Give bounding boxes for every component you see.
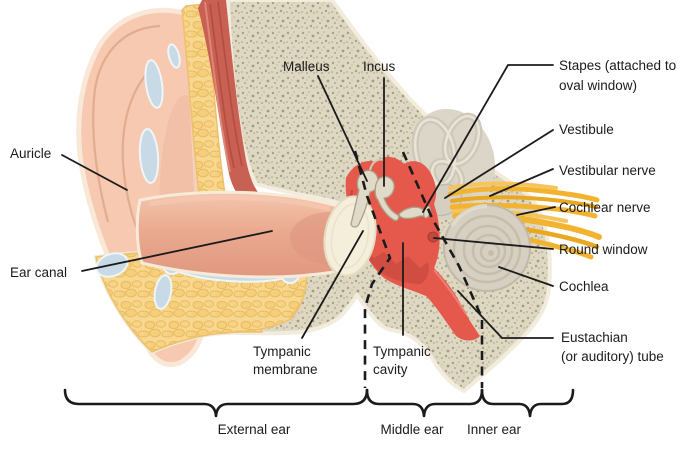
label-ear-canal: Ear canal xyxy=(10,265,67,280)
external-ear-bracket xyxy=(63,388,369,418)
auricle-leader-line xyxy=(61,154,128,191)
ear-illustration xyxy=(76,0,602,393)
label-external-ear: External ear xyxy=(218,422,291,437)
label-malleus: Malleus xyxy=(283,59,330,74)
label-eustachian-line1: Eustachian xyxy=(561,330,628,345)
label-incus: Incus xyxy=(363,59,396,74)
round-window-leader-line xyxy=(433,237,554,250)
ear-canal-leader-line xyxy=(81,230,273,272)
label-round-window: Round window xyxy=(559,242,648,257)
eustachian-tube-leader-line xyxy=(457,290,554,339)
inner-ear-bracket xyxy=(480,388,575,418)
external-middle-boundary-dashed-line xyxy=(353,150,392,388)
muscle-band xyxy=(198,0,264,205)
incus-shape xyxy=(374,176,400,222)
label-vestibular-nerve: Vestibular nerve xyxy=(559,163,656,178)
label-cochlear-nerve: Cochlear nerve xyxy=(559,200,651,215)
vestibule-leader-line xyxy=(444,129,554,199)
label-eustachian-line2: (or auditory) tube xyxy=(561,349,664,364)
label-tympanic-membrane-line1: Tympanic xyxy=(253,344,311,359)
label-middle-ear: Middle ear xyxy=(380,422,444,437)
ossicles xyxy=(350,158,431,228)
label-auricle: Auricle xyxy=(10,146,51,161)
label-stapes-line2: oval window) xyxy=(559,78,637,93)
label-stapes-line1: Stapes (attached to xyxy=(559,58,676,73)
middle-inner-boundary-dashed-line xyxy=(401,151,484,388)
middle-ear-bracket xyxy=(365,388,484,418)
label-tympanic-cavity-line2: cavity xyxy=(373,362,408,377)
label-cochlea: Cochlea xyxy=(559,279,609,294)
labels-layer: Auricle Ear canal Malleus Incus Stapes (… xyxy=(10,58,676,437)
tympanic-membrane-leader-line xyxy=(301,230,364,339)
cochlea-shape xyxy=(443,204,531,292)
round-window-shape xyxy=(427,231,439,243)
label-inner-ear: Inner ear xyxy=(467,422,522,437)
vestibular-nerve-leader-line xyxy=(489,168,554,197)
cochlear-nerve-leader-line xyxy=(516,206,556,216)
stapes-leader-line xyxy=(422,64,554,213)
label-tympanic-membrane-line2: membrane xyxy=(253,362,318,377)
label-vestibule: Vestibule xyxy=(559,122,614,137)
malleus-leader-line xyxy=(317,75,368,182)
label-tympanic-cavity-line1: Tympanic xyxy=(373,344,431,359)
cochlea-leader-line xyxy=(498,266,554,287)
